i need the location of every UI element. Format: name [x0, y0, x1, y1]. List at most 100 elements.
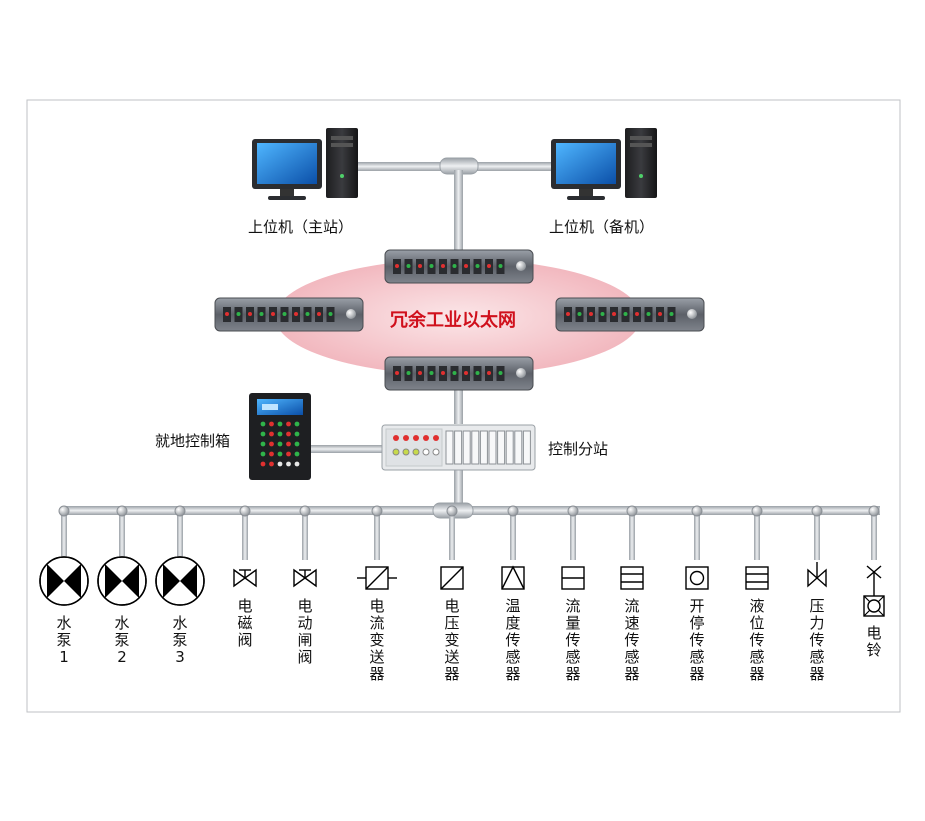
local-box-pipe: [308, 445, 390, 453]
device-drop-pipe: [814, 512, 820, 560]
bus-joint: [116, 505, 128, 517]
device-drop-pipe: [694, 512, 700, 560]
device-drop-pipe: [302, 512, 308, 560]
device-label-solenoid: 电磁阀: [237, 597, 253, 649]
redundant-ring: [275, 259, 641, 375]
control-box-indicator: [277, 421, 283, 427]
device-label-pump3: 水泵3: [172, 614, 188, 666]
ring-title: 冗余工业以太网: [390, 310, 516, 331]
bus-joint: [239, 505, 251, 517]
bell-icon[interactable]: [863, 565, 885, 617]
device-label-current: 电流变送器: [369, 597, 385, 683]
diagram-frame: [26, 99, 901, 713]
ring-switch-bottom[interactable]: [384, 356, 534, 391]
control-box-indicator: [260, 461, 266, 467]
substation-label: 控制分站: [548, 440, 609, 458]
device-label-pump1: 水泵1: [56, 614, 72, 666]
device-drop-pipe: [871, 512, 877, 560]
substation-terminal: [488, 430, 497, 465]
substation-drop-pipe: [454, 470, 463, 510]
host-backup-label: 上位机（备机）: [549, 218, 655, 236]
device-drop-pipe: [61, 512, 67, 556]
control-box-indicator: [286, 441, 291, 447]
bus-joint: [567, 505, 579, 517]
substation-terminal: [454, 430, 463, 465]
substation-terminal: [471, 430, 480, 465]
host-main-computer[interactable]: [252, 128, 358, 200]
bus-joint: [371, 505, 383, 517]
device-label-onoff: 开停传感器: [689, 597, 705, 683]
control-box-indicator: [277, 441, 283, 447]
control-box-indicator: [260, 421, 266, 427]
valve-icon[interactable]: [293, 568, 317, 588]
valve-icon[interactable]: [233, 568, 257, 588]
substation-led: [423, 435, 429, 441]
bus-joint: [751, 505, 763, 517]
substation-led: [422, 448, 430, 456]
device-drop-pipe: [570, 512, 576, 560]
device-label-pressure: 压力传感器: [809, 597, 825, 683]
substation-terminal: [522, 430, 531, 465]
device-drop-pipe: [754, 512, 760, 560]
control-box-indicator: [294, 451, 300, 457]
device-label-speed: 流速传感器: [624, 597, 640, 683]
control-box-indicator: [269, 451, 274, 457]
substation-led: [393, 435, 399, 441]
substation-led: [403, 435, 409, 441]
control-box-indicator: [269, 421, 274, 427]
transmitter-icon[interactable]: [440, 566, 464, 590]
transmitter-icon[interactable]: [357, 566, 397, 590]
speed-sensor-icon[interactable]: [620, 566, 644, 590]
device-drop-pipe: [449, 512, 455, 560]
control-substation[interactable]: [381, 424, 536, 471]
control-box-indicator: [269, 441, 274, 447]
substation-terminal: [505, 430, 514, 465]
level-sensor-icon[interactable]: [745, 566, 769, 590]
ring-switch-left[interactable]: [214, 297, 364, 332]
substation-led: [402, 448, 410, 456]
bus-joint: [691, 505, 703, 517]
device-drop-pipe: [119, 512, 125, 556]
control-box-indicator: [294, 431, 300, 437]
ring-switch-right[interactable]: [555, 297, 705, 332]
control-box-indicator: [260, 431, 266, 437]
control-box-indicator: [294, 461, 300, 467]
local-control-box[interactable]: [249, 393, 311, 480]
pump-icon[interactable]: [39, 556, 89, 606]
temperature-sensor-icon[interactable]: [501, 565, 525, 590]
control-box-indicator: [269, 431, 274, 437]
control-box-indicator: [286, 451, 291, 457]
bus-joint: [446, 505, 458, 517]
device-label-level: 液位传感器: [749, 597, 765, 683]
host-drop-pipe: [454, 170, 463, 250]
pump-icon[interactable]: [97, 556, 147, 606]
substation-led: [433, 435, 439, 441]
control-box-indicator: [277, 461, 283, 467]
substation-led: [432, 448, 440, 456]
device-drop-pipe: [177, 512, 183, 556]
control-box-indicator: [286, 461, 291, 467]
device-label-gate: 电动闸阀: [297, 597, 313, 666]
onoff-sensor-icon[interactable]: [685, 566, 709, 590]
substation-led: [412, 448, 420, 456]
control-box-indicator: [277, 431, 283, 437]
device-drop-pipe: [510, 512, 516, 560]
host-backup-computer[interactable]: [551, 128, 657, 200]
substation-terminal: [445, 430, 454, 465]
device-drop-pipe: [374, 512, 380, 560]
ring-drop-pipe: [454, 390, 463, 424]
bus-joint: [507, 505, 519, 517]
bus-joint: [811, 505, 823, 517]
control-box-indicator: [260, 441, 266, 447]
control-box-indicator: [269, 461, 274, 467]
device-drop-pipe: [242, 512, 248, 560]
flow-sensor-icon[interactable]: [561, 566, 585, 590]
bus-joint: [868, 505, 880, 517]
substation-led: [392, 448, 400, 456]
bus-joint: [174, 505, 186, 517]
ring-switch-top[interactable]: [384, 249, 534, 284]
pump-icon[interactable]: [155, 556, 205, 606]
pressure-sensor-icon[interactable]: [807, 562, 827, 588]
control-box-indicator: [294, 441, 300, 447]
